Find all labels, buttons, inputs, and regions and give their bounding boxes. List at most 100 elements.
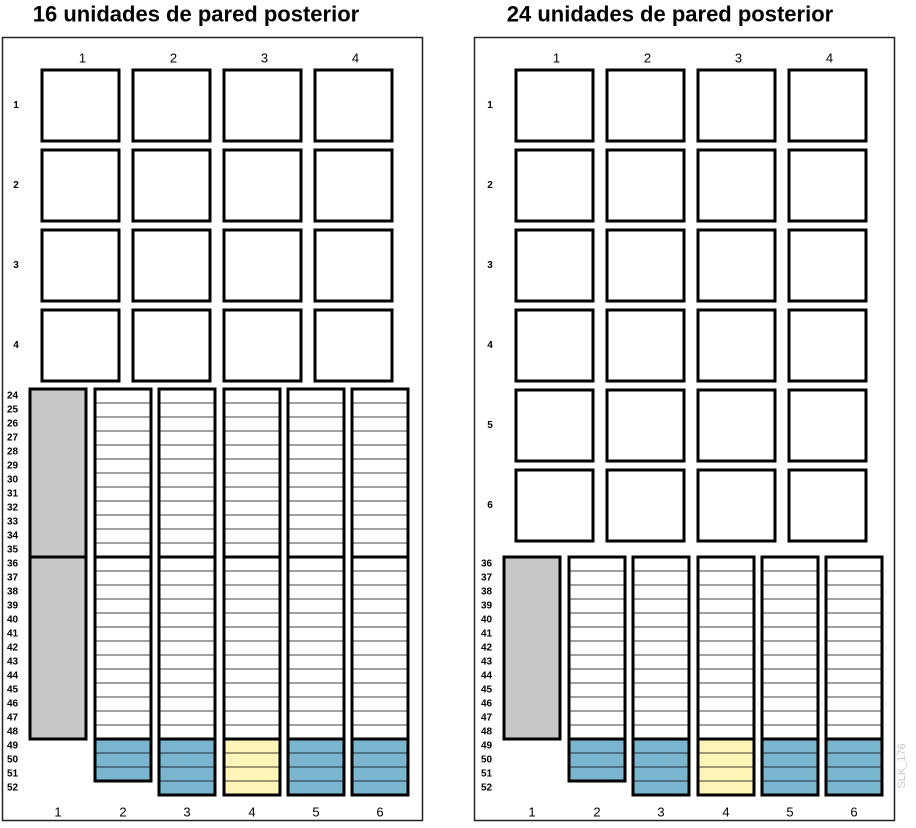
rack-row-number: 51 xyxy=(7,769,19,780)
rack-row-number: 40 xyxy=(481,615,493,626)
bay-column-number: 5 xyxy=(786,805,793,820)
bay-3: 3 xyxy=(157,387,217,820)
lower-rack-section xyxy=(350,555,410,741)
wall-row-number: 3 xyxy=(487,260,493,271)
lower-rack-section xyxy=(824,555,884,741)
lower-rack-section xyxy=(631,555,691,741)
bay-5: 5 xyxy=(286,387,346,820)
wall-unit xyxy=(787,228,868,303)
wall-unit xyxy=(605,468,686,543)
wall-unit xyxy=(696,388,777,463)
rack-row-number: 46 xyxy=(7,699,19,710)
wall-unit xyxy=(514,308,595,383)
wall-unit xyxy=(40,308,121,383)
wall-unit xyxy=(131,148,212,223)
lower-rack-section xyxy=(286,555,346,741)
wall-unit xyxy=(222,68,303,143)
watermark-label: SLK_176 xyxy=(896,743,908,788)
rack-row-number: 41 xyxy=(7,629,19,640)
wall-unit xyxy=(696,68,777,143)
rack-row-number: 50 xyxy=(7,755,19,766)
wall-column-number: 1 xyxy=(79,51,86,66)
wall-unit xyxy=(514,68,595,143)
rack-row-number: 29 xyxy=(7,461,19,472)
wall-unit xyxy=(696,468,777,543)
wall-unit xyxy=(313,308,394,383)
wall-row-number: 3 xyxy=(13,260,19,271)
rack-row-number: 47 xyxy=(481,713,493,724)
bay-2: 2 xyxy=(567,555,627,820)
rack-row-number: 49 xyxy=(481,741,493,752)
bay-5: 5 xyxy=(760,555,820,820)
wall-unit xyxy=(787,388,868,463)
rack-row-number: 28 xyxy=(7,447,19,458)
wall-row-number: 6 xyxy=(487,500,493,511)
rack-row-number: 32 xyxy=(7,503,19,514)
bay-column-number: 3 xyxy=(657,805,664,820)
wall-unit xyxy=(787,468,868,543)
bay-column-number: 1 xyxy=(528,805,535,820)
wall-column-number: 2 xyxy=(644,51,651,66)
lower-rack-section xyxy=(502,555,562,741)
wall-unit xyxy=(131,68,212,143)
rack-row-number: 35 xyxy=(7,545,19,556)
wall-unit xyxy=(605,148,686,223)
wall-unit xyxy=(787,68,868,143)
rack-row-number: 39 xyxy=(481,601,493,612)
rack-row-number: 52 xyxy=(481,783,493,794)
wall-column-number: 3 xyxy=(261,51,268,66)
wall-row-number: 1 xyxy=(487,100,493,111)
wall-column-number: 2 xyxy=(170,51,177,66)
rack-row-number: 49 xyxy=(7,741,19,752)
bay-6: 6 xyxy=(824,555,884,820)
bottom-rack-section xyxy=(93,737,153,783)
bay-2: 2 xyxy=(93,387,153,820)
rack-row-number: 37 xyxy=(481,573,493,584)
panel-frame xyxy=(1,36,424,822)
wall-unit xyxy=(40,228,121,303)
rack-row-number: 50 xyxy=(481,755,493,766)
rack-row-number: 33 xyxy=(7,517,19,528)
wall-row-number: 4 xyxy=(487,340,493,351)
rack-row-number: 42 xyxy=(481,643,493,654)
wall-row-number: 2 xyxy=(13,180,19,191)
wall-row-number: 5 xyxy=(487,420,493,431)
rack-row-number: 42 xyxy=(7,643,19,654)
bay-1: 1 xyxy=(28,387,88,820)
wall-unit xyxy=(313,68,394,143)
wall-unit xyxy=(514,148,595,223)
bay-column-number: 3 xyxy=(183,805,190,820)
wall-unit xyxy=(605,228,686,303)
lower-rack-section xyxy=(760,555,820,741)
wall-unit xyxy=(605,308,686,383)
wall-unit xyxy=(696,148,777,223)
rack-row-number: 43 xyxy=(7,657,19,668)
wall-unit xyxy=(222,148,303,223)
bay-column-number: 6 xyxy=(376,805,383,820)
rack-row-number: 38 xyxy=(7,587,19,598)
panel-title: 24 unidades de pared posterior xyxy=(507,2,834,27)
rack-row-number: 27 xyxy=(7,433,19,444)
wall-unit xyxy=(40,148,121,223)
lower-rack-section xyxy=(28,555,88,741)
bay-column-number: 4 xyxy=(248,805,255,820)
rack-row-number: 51 xyxy=(481,769,493,780)
upper-rack-section xyxy=(28,387,88,559)
bay-column-number: 1 xyxy=(54,805,61,820)
rack-row-number: 45 xyxy=(481,685,493,696)
wall-row-number: 2 xyxy=(487,180,493,191)
wall-unit xyxy=(313,228,394,303)
rack-row-number: 44 xyxy=(7,671,19,682)
rack-row-number: 25 xyxy=(7,405,19,416)
rack-row-number: 31 xyxy=(7,489,19,500)
rack-row-number: 40 xyxy=(7,615,19,626)
rack-row-number: 38 xyxy=(481,587,493,598)
panel-title: 16 unidades de pared posterior xyxy=(33,2,360,27)
rack-row-number: 43 xyxy=(481,657,493,668)
bay-column-number: 2 xyxy=(593,805,600,820)
wall-column-number: 4 xyxy=(826,51,833,66)
